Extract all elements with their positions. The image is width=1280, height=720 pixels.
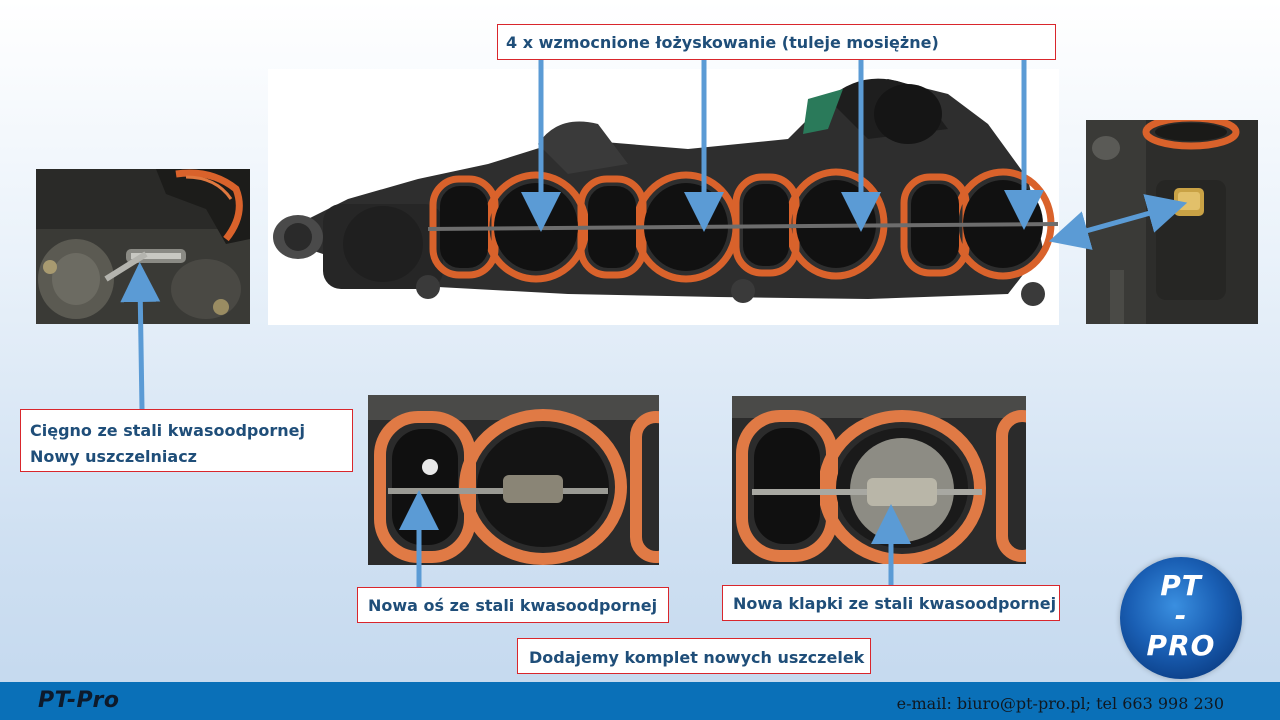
rod-label-line1: Cięgno ze stali kwasoodpornej (30, 421, 305, 440)
shaft-port-photo (368, 395, 659, 565)
logo-line2: - (1174, 599, 1188, 632)
logo-line3: PRO (1146, 629, 1216, 662)
brass-bushing-closeup-photo (1086, 120, 1258, 324)
intake-manifold-photo (268, 69, 1059, 325)
footer-brand: PT-Pro (38, 688, 120, 713)
shaft-label-text: Nowa oś ze stali kwasoodpornej (368, 596, 658, 615)
footer-contact[interactable]: e-mail: biuro@pt-pro.pl; tel 663 998 230 (896, 694, 1224, 713)
rod-seal-label: Cięgno ze stali kwasoodpornej Nowy uszcz… (20, 409, 353, 472)
flaps-label: Nowa klapki ze stali kwasoodpornej (722, 585, 1060, 621)
gaskets-label: Dodajemy komplet nowych uszczelek (517, 638, 871, 674)
flap-port-photo (732, 396, 1026, 564)
rod-label-line2: Nowy uszczelniacz (30, 447, 197, 466)
footer-bar: PT-Pro e-mail: biuro@pt-pro.pl; tel 663 … (0, 682, 1280, 720)
shaft-label: Nowa oś ze stali kwasoodpornej (357, 587, 669, 623)
gaskets-label-text: Dodajemy komplet nowych uszczelek (529, 648, 865, 667)
flaps-label-text: Nowa klapki ze stali kwasoodpornej (733, 594, 1057, 613)
linkage-closeup-photo (36, 169, 250, 324)
logo-line1: PT (1160, 569, 1202, 602)
bearings-label-text: 4 x wzmocnione łożyskowanie (tuleje mosi… (506, 33, 939, 52)
pt-pro-logo: PT - PRO (1120, 557, 1242, 679)
bearings-label: 4 x wzmocnione łożyskowanie (tuleje mosi… (497, 24, 1056, 60)
